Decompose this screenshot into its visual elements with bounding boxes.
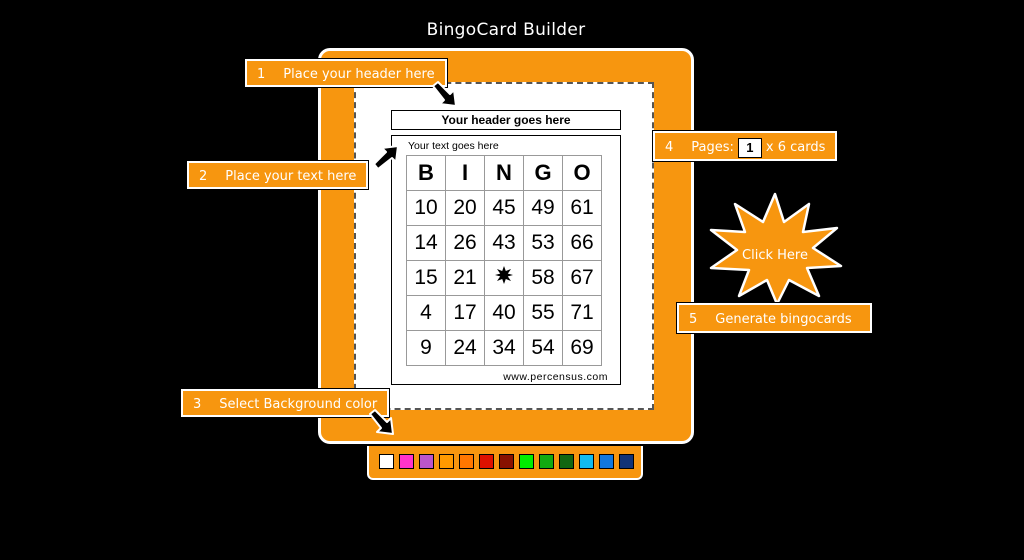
- arrow-down-right-icon: [369, 409, 394, 435]
- grid-cell: 69: [562, 330, 602, 366]
- free-space-cell: [484, 260, 524, 296]
- color-swatch[interactable]: [579, 454, 594, 469]
- color-swatch[interactable]: [519, 454, 534, 469]
- grid-cell: 67: [562, 260, 602, 296]
- grid-cell: 26: [445, 225, 485, 261]
- pages-suffix: x 6 cards: [765, 140, 826, 155]
- grid-cell: 49: [523, 190, 563, 226]
- column-header: I: [445, 155, 485, 191]
- bingo-card: Your text goes here B I N G O 10 20 45 4…: [391, 135, 621, 385]
- color-swatch[interactable]: [459, 454, 474, 469]
- pages-input[interactable]: 1: [737, 137, 762, 158]
- arrow-down-right-icon: [432, 81, 457, 107]
- callout-label: Select Background color: [219, 397, 378, 412]
- grid-cell: 40: [484, 295, 524, 331]
- grid-cell: 53: [523, 225, 563, 261]
- footer-url: www.percensus.com: [503, 371, 608, 383]
- grid-cell: 21: [445, 260, 485, 296]
- free-space-star-icon: [495, 266, 513, 284]
- callout-number: 4: [665, 140, 674, 155]
- grid-cell: 54: [523, 330, 563, 366]
- grid-cell: 4: [406, 295, 446, 331]
- column-header: O: [562, 155, 602, 191]
- callout-label: Place your text here: [225, 169, 357, 184]
- color-swatch[interactable]: [599, 454, 614, 469]
- color-palette: [367, 446, 643, 480]
- color-swatch[interactable]: [559, 454, 574, 469]
- color-swatch[interactable]: [479, 454, 494, 469]
- grid-cell: 10: [406, 190, 446, 226]
- generate-button[interactable]: 5 Generate bingocards: [677, 303, 872, 333]
- column-header: B: [406, 155, 446, 191]
- grid-cell: 20: [445, 190, 485, 226]
- color-swatch[interactable]: [419, 454, 434, 469]
- grid-cell: 58: [523, 260, 563, 296]
- pages-label: Pages:: [691, 140, 734, 155]
- callout-label: Place your header here: [283, 67, 435, 82]
- callout-number: 5: [689, 312, 698, 327]
- color-swatch[interactable]: [499, 454, 514, 469]
- callout-label: Generate bingocards: [715, 312, 852, 327]
- text-callout: 2 Place your text here: [187, 161, 369, 189]
- grid-cell: 61: [562, 190, 602, 226]
- app-title: BingoCard Builder: [426, 20, 586, 40]
- grid-cell: 66: [562, 225, 602, 261]
- grid-cell: 17: [445, 295, 485, 331]
- grid-cell: 43: [484, 225, 524, 261]
- grid-cell: 9: [406, 330, 446, 366]
- header-callout: 1 Place your header here: [245, 59, 447, 87]
- grid-cell: 15: [406, 260, 446, 296]
- column-header: N: [484, 155, 524, 191]
- column-header: G: [523, 155, 563, 191]
- color-swatch[interactable]: [439, 454, 454, 469]
- grid-cell: 45: [484, 190, 524, 226]
- callout-number: 3: [193, 397, 202, 412]
- callout-number: 1: [257, 67, 266, 82]
- callout-number: 2: [199, 169, 208, 184]
- color-swatch[interactable]: [399, 454, 414, 469]
- grid-cell: 71: [562, 295, 602, 331]
- background-callout: 3 Select Background color: [181, 389, 390, 417]
- grid-cell: 24: [445, 330, 485, 366]
- click-here-button[interactable]: [705, 192, 845, 304]
- color-swatch[interactable]: [619, 454, 634, 469]
- grid-cell: 55: [523, 295, 563, 331]
- grid-cell: 34: [484, 330, 524, 366]
- arrow-up-right-icon: [373, 145, 399, 170]
- bingo-grid: B I N G O 10 20 45 49 61 14 26 43 53 66: [406, 155, 602, 366]
- grid-cell: 14: [406, 225, 446, 261]
- card-header-field[interactable]: Your header goes here: [391, 110, 621, 130]
- color-swatch[interactable]: [539, 454, 554, 469]
- color-swatch[interactable]: [379, 454, 394, 469]
- card-text-field[interactable]: Your text goes here: [408, 140, 499, 152]
